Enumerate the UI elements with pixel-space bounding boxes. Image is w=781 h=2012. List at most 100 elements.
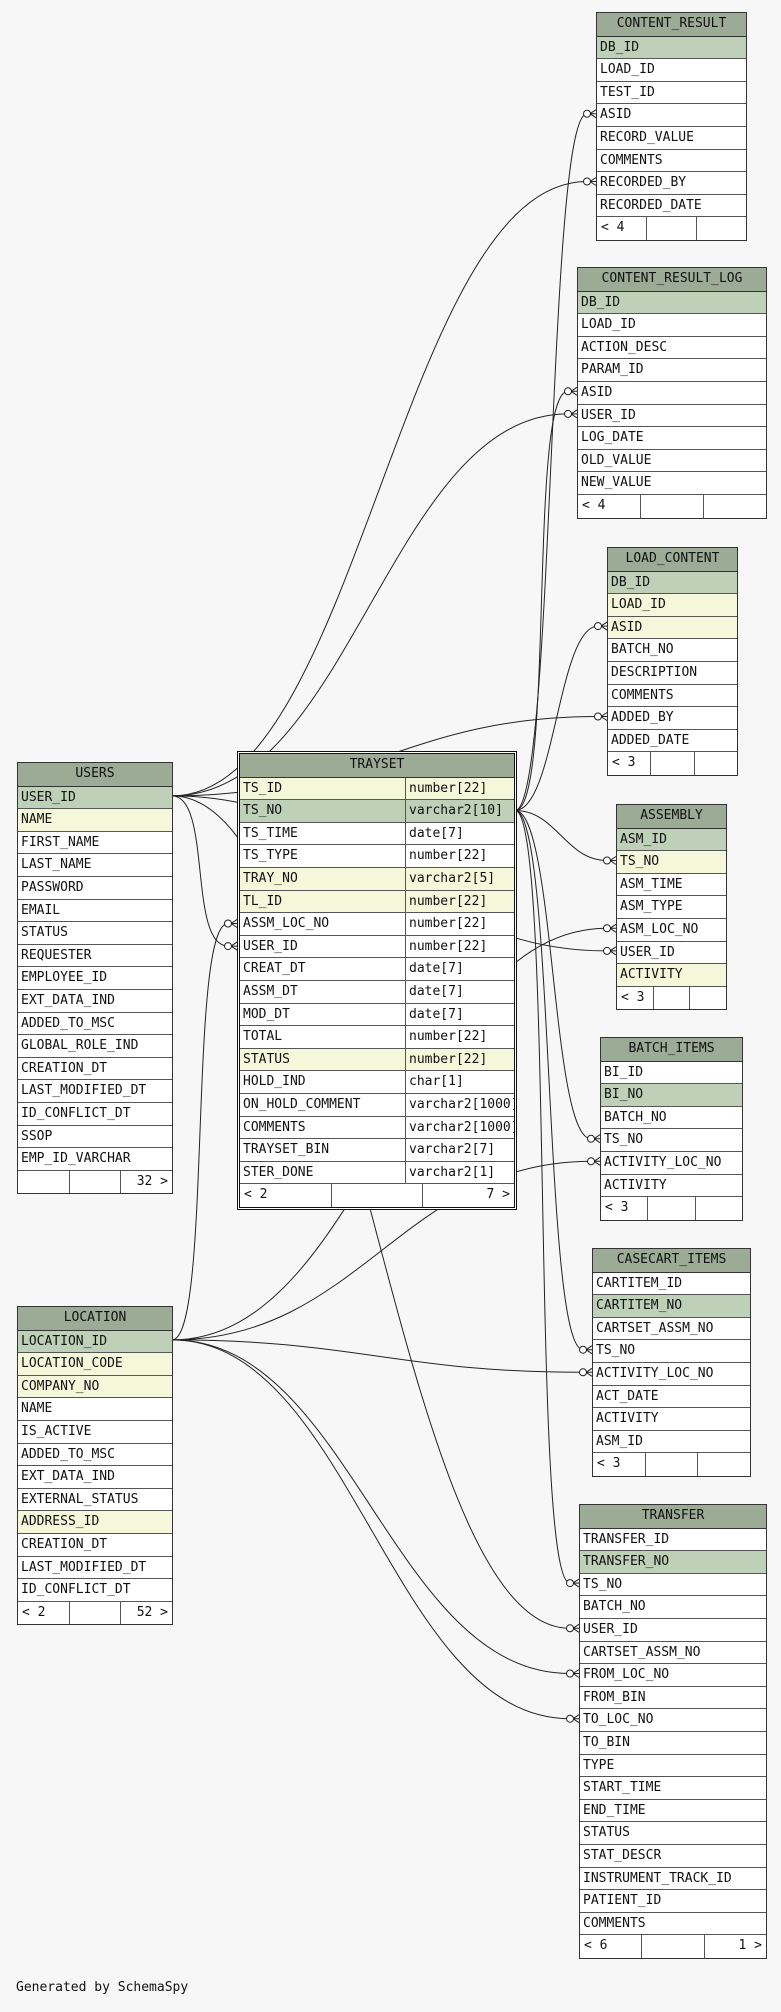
column-row[interactable]: BATCH_NO	[601, 1107, 742, 1130]
column-row[interactable]: ID_CONFLICT_DT	[18, 1103, 172, 1126]
children-count[interactable]: 7 >	[486, 1187, 511, 1203]
column-row[interactable]: ASID	[608, 616, 737, 640]
column-row[interactable]: PASSWORD	[18, 877, 172, 900]
parents-count[interactable]: < 3	[608, 752, 652, 775]
table-title[interactable]: BATCH_ITEMS	[601, 1038, 742, 1062]
column-row[interactable]: FROM_BIN	[580, 1687, 766, 1710]
column-row[interactable]: ADDED_DATE	[608, 730, 737, 753]
column-row[interactable]: TRANSFER_ID	[580, 1529, 766, 1552]
column-row[interactable]: CREATION_DT	[18, 1534, 172, 1557]
column-row[interactable]: LOAD_ID	[578, 314, 766, 337]
children-count[interactable]: 52 >	[136, 1604, 169, 1620]
parents-count[interactable]: < 2	[18, 1601, 70, 1625]
column-row[interactable]: COMMENTS	[597, 150, 746, 173]
table-title[interactable]: LOCATION	[18, 1307, 172, 1331]
children-count[interactable]: 1 >	[738, 1938, 762, 1954]
column-row[interactable]: NEW_VALUE	[578, 472, 766, 495]
parents-count[interactable]: < 3	[601, 1197, 649, 1220]
column-row[interactable]: DB_ID	[597, 36, 746, 60]
column-row[interactable]: PARAM_ID	[578, 359, 766, 382]
column-row[interactable]: LOAD_ID	[597, 59, 746, 82]
column-row[interactable]: TO_BIN	[580, 1732, 766, 1755]
column-row[interactable]: LAST_NAME	[18, 854, 172, 877]
column-row[interactable]: BATCH_NO	[580, 1596, 766, 1619]
children-count[interactable]	[698, 1453, 750, 1476]
children-count[interactable]	[697, 217, 746, 240]
column-row[interactable]: CARTITEM_NO	[593, 1295, 750, 1318]
column-row[interactable]: ADDRESS_ID	[18, 1511, 172, 1534]
column-row[interactable]: ACTIVITY	[593, 1408, 750, 1431]
column-row[interactable]: ADDED_TO_MSC	[18, 1013, 172, 1036]
parents-count[interactable]: < 6	[580, 1935, 643, 1958]
column-row[interactable]: ASM_ID	[617, 828, 726, 852]
column-row[interactable]: COMPANY_NO	[18, 1375, 172, 1399]
column-row[interactable]: TO_LOC_NO	[580, 1709, 766, 1732]
table-title[interactable]: CONTENT_RESULT_LOG	[578, 268, 766, 292]
children-count[interactable]	[690, 987, 726, 1010]
parents-count[interactable]: < 3	[593, 1453, 646, 1476]
column-row[interactable]: STAT_DESCR	[580, 1845, 766, 1868]
column-row[interactable]: LAST_MODIFIED_DT	[18, 1557, 172, 1580]
column-row[interactable]: REQUESTER	[18, 945, 172, 968]
column-row[interactable]: BI_ID	[601, 1062, 742, 1085]
column-row[interactable]: INSTRUMENT_TRACK_ID	[580, 1868, 766, 1891]
table-title[interactable]: LOAD_CONTENT	[608, 548, 737, 572]
column-row[interactable]: TS_NO	[593, 1340, 750, 1363]
column-row[interactable]: ACTION_DESC	[578, 337, 766, 360]
column-row[interactable]: COMMENTS	[580, 1913, 766, 1936]
column-row[interactable]: DB_ID	[578, 291, 766, 315]
table-title[interactable]: TRANSFER	[580, 1505, 766, 1529]
column-row[interactable]: NAME	[18, 809, 172, 832]
column-row[interactable]: CARTSET_ASSM_NO	[593, 1318, 750, 1341]
children-count[interactable]: 32 >	[136, 1173, 169, 1189]
table-title[interactable]: ASSEMBLY	[617, 805, 726, 829]
column-row[interactable]: ADDED_TO_MSC	[18, 1444, 172, 1467]
column-row[interactable]: TS_NO	[601, 1129, 742, 1152]
column-row[interactable]: CREATION_DT	[18, 1058, 172, 1081]
column-row[interactable]: ACTIVITY_LOC_NO	[601, 1152, 742, 1175]
column-row[interactable]: ACTIVITY	[617, 964, 726, 987]
column-row[interactable]: ACTIVITY_LOC_NO	[593, 1363, 750, 1386]
column-row[interactable]: ASM_ID	[593, 1431, 750, 1454]
column-row[interactable]: DESCRIPTION	[608, 662, 737, 685]
column-row[interactable]: EXT_DATA_IND	[18, 990, 172, 1013]
column-row[interactable]: STATUS	[580, 1822, 766, 1845]
column-row[interactable]: CARTITEM_ID	[593, 1273, 750, 1296]
column-row[interactable]: TS_NO	[580, 1574, 766, 1597]
column-row[interactable]: EXTERNAL_STATUS	[18, 1489, 172, 1512]
column-row[interactable]: OLD_VALUE	[578, 450, 766, 473]
column-row[interactable]: TRANSFER_NO	[580, 1551, 766, 1574]
children-count[interactable]	[696, 1197, 742, 1220]
column-row[interactable]: LOG_DATE	[578, 427, 766, 450]
column-row[interactable]: SSOP	[18, 1126, 172, 1149]
column-row[interactable]: ACT_DATE	[593, 1386, 750, 1409]
parents-count[interactable]: < 4	[597, 217, 647, 240]
column-row[interactable]: LOCATION_ID	[18, 1330, 172, 1354]
children-count[interactable]	[704, 495, 766, 518]
column-row[interactable]: ADDED_BY	[608, 707, 737, 730]
children-count[interactable]	[695, 752, 737, 775]
column-row[interactable]: RECORDED_DATE	[597, 195, 746, 218]
column-row[interactable]: EMP_ID_VARCHAR	[18, 1148, 172, 1171]
column-row[interactable]: STATUS	[18, 922, 172, 945]
